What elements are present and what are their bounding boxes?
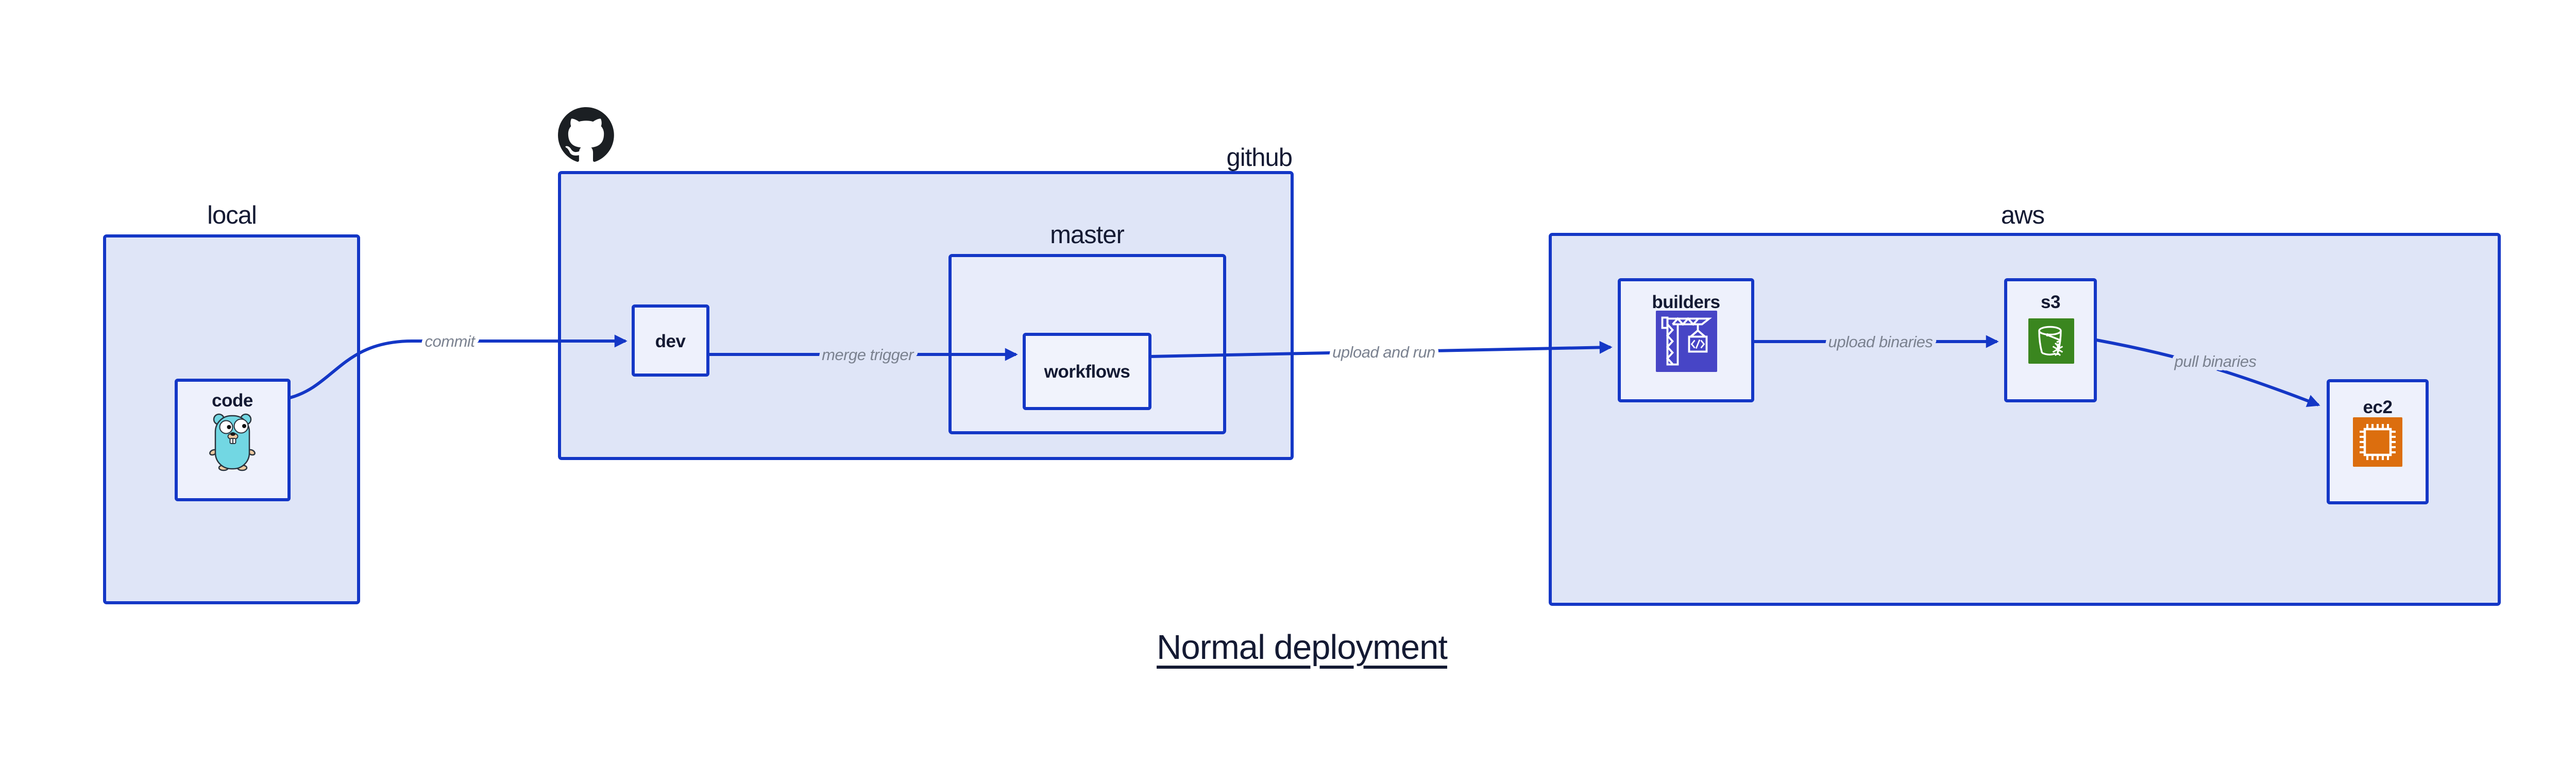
edge-merge-trigger-label: merge trigger — [822, 346, 914, 364]
node-s3-label: s3 — [2041, 292, 2060, 312]
diagram-title-text: Normal deployment — [1157, 628, 1448, 667]
container-github-label: github — [1226, 144, 1292, 172]
edge-pull-binaries — [2096, 338, 2320, 407]
edge-commit-label: commit — [425, 332, 476, 350]
node-dev — [632, 304, 709, 377]
go-gopher-icon — [209, 413, 256, 471]
node-workflows-label: workflows — [1044, 362, 1130, 382]
container-aws-label: aws — [2001, 201, 2044, 229]
container-aws — [1549, 233, 2501, 606]
node-ec2-label: ec2 — [2363, 397, 2393, 417]
node-builders-label: builders — [1652, 292, 1720, 312]
ec2-chip-icon — [2353, 417, 2402, 467]
codebuild-crane-icon — [1656, 311, 1717, 372]
container-master-label: master — [1050, 221, 1124, 249]
node-code-label: code — [212, 390, 253, 411]
container-local-label: local — [207, 201, 257, 229]
github-logo-icon — [558, 107, 614, 162]
edge-commit — [290, 334, 628, 399]
edge-upload-and-run-label: upload and run — [1332, 343, 1435, 361]
diagram-title: Normal deployment — [0, 627, 2576, 667]
node-dev-label: dev — [655, 331, 686, 351]
edge-pull-binaries-label: pull binaries — [2174, 352, 2257, 370]
edge-upload-binaries-label: upload binaries — [1828, 333, 1933, 351]
edge-upload-and-run — [1150, 341, 1613, 358]
s3-bucket-icon — [2028, 318, 2074, 364]
node-workflows — [1023, 333, 1151, 410]
